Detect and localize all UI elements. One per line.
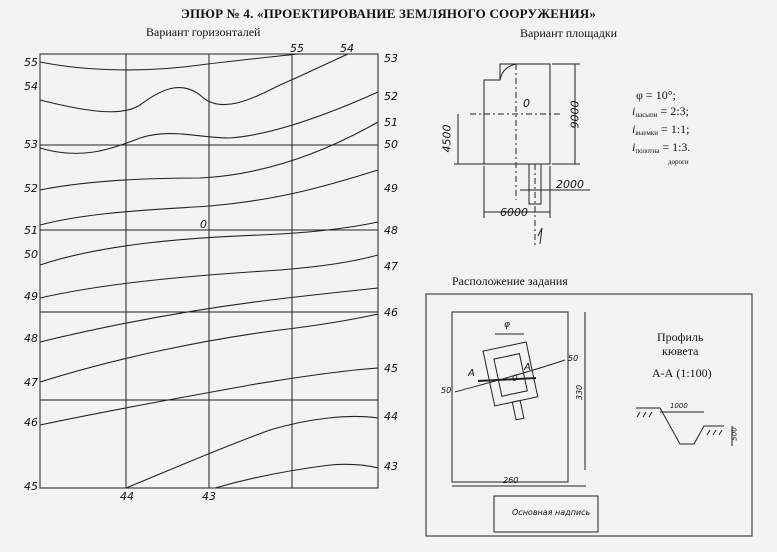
- ditch-depth-text: 500: [730, 427, 739, 441]
- layout-panel-title: Расположение задания: [452, 274, 568, 288]
- contour-lines: [39, 53, 379, 489]
- dim-2000-text: 2000: [556, 178, 584, 191]
- contour-line: [39, 121, 379, 191]
- site-plan: [454, 63, 590, 248]
- ground-hatch-right: [706, 429, 723, 436]
- layout-height-text: 330: [575, 384, 585, 401]
- left-label: 52: [24, 182, 38, 195]
- left-label: 50: [24, 248, 38, 261]
- layout-a-left: A: [468, 368, 475, 379]
- contour-line: [39, 367, 379, 426]
- layout-width-text: 260: [503, 476, 519, 485]
- contour-line: [125, 415, 379, 489]
- slope-fill-sub: насыпи: [635, 111, 658, 119]
- ditch-title-2: кювета: [662, 344, 699, 358]
- left-label: 47: [24, 376, 38, 389]
- layout-origin: 0: [512, 374, 518, 384]
- slope-fill-value: = 2:3;: [657, 104, 689, 118]
- dim-9000-text: 9000: [568, 100, 582, 129]
- left-label: 55: [24, 56, 38, 69]
- contour-line: [39, 313, 379, 383]
- bottom-label: 43: [202, 490, 216, 503]
- right-label: 44: [384, 410, 398, 423]
- slope-fill-symbol: i: [632, 104, 636, 118]
- ditch-profile: [636, 407, 733, 446]
- slope-road-symbol: i: [632, 140, 636, 154]
- site-panel-title: Вариант площадки: [520, 26, 618, 40]
- right-label: 46: [384, 306, 398, 319]
- right-label: 51: [384, 116, 398, 129]
- slope-cut-value: = 1:1;: [658, 122, 690, 136]
- layout-phi: φ: [504, 320, 510, 330]
- site-origin-label: 0: [523, 97, 530, 110]
- contour-line: [39, 221, 379, 266]
- slope-road: iполотна = 1:3. дороги: [632, 140, 690, 169]
- dim-4500-text: 4500: [440, 124, 454, 153]
- layout-outer-frame: [425, 293, 753, 537]
- layout-50-left: 50: [441, 386, 452, 395]
- right-label: 50: [384, 138, 398, 151]
- ditch-section: [636, 407, 724, 445]
- contour-line: [214, 463, 379, 489]
- building-road: [511, 399, 525, 421]
- section-line: [477, 377, 537, 382]
- dim-6000-text: 6000: [500, 206, 528, 219]
- contour-origin-label: 0: [200, 218, 207, 231]
- contour-line: [39, 53, 299, 71]
- right-label: 47: [384, 260, 398, 273]
- page-title: ЭПЮР № 4. «ПРОЕКТИРОВАНИЕ ЗЕМЛЯНОГО СООР…: [180, 6, 597, 21]
- contour-grid: [39, 53, 379, 489]
- stamp-box: [493, 495, 599, 533]
- contour-panel-title: Вариант горизонталей: [146, 25, 261, 39]
- building-footprint: [482, 341, 539, 421]
- left-label: 48: [24, 332, 38, 345]
- right-label: 45: [384, 362, 398, 375]
- ditch-title-1: Профиль: [657, 330, 704, 344]
- left-label: 49: [24, 290, 38, 303]
- bottom-label: 44: [120, 490, 134, 503]
- ground-hatch-left: [636, 411, 653, 418]
- slope-fill: iнасыпи = 2:3;: [632, 104, 689, 122]
- top-label: 54: [340, 42, 354, 55]
- layout-sheet: [425, 293, 753, 537]
- layout-50-right: 50: [568, 354, 579, 363]
- slope-cut-sub: выемки: [635, 129, 659, 137]
- slope-road-sub: полотна: [635, 147, 660, 155]
- contour-line: [39, 287, 379, 343]
- contour-line: [39, 91, 379, 154]
- phi-parameter: φ = 10°;: [636, 88, 676, 102]
- right-label: 49: [384, 182, 398, 195]
- right-label: 53: [384, 52, 398, 65]
- left-label: 45: [24, 480, 38, 493]
- left-label: 54: [24, 80, 38, 93]
- layout-a-right: A: [524, 362, 531, 373]
- ditch-width-text: 1000: [670, 402, 688, 410]
- left-label: 46: [24, 416, 38, 429]
- contour-line: [39, 169, 379, 226]
- slope-road-value: = 1:3.: [659, 140, 691, 154]
- slope-road-sub2: дороги: [668, 158, 689, 166]
- ditch-section-label: А-А (1:100): [652, 366, 712, 380]
- contour-line: [39, 254, 379, 299]
- layout-inner-frame: [451, 311, 569, 483]
- slope-cut-symbol: i: [632, 122, 636, 136]
- contour-line: [39, 53, 349, 113]
- left-label: 51: [24, 224, 38, 237]
- site-corner-arc: [499, 63, 517, 81]
- slope-cut: iвыемки = 1:1;: [632, 122, 689, 140]
- building-inner: [493, 353, 528, 397]
- right-label: 48: [384, 224, 398, 237]
- left-label: 53: [24, 138, 38, 151]
- building-outer: [482, 341, 539, 407]
- break-mark: [537, 227, 543, 245]
- right-label: 52: [384, 90, 398, 103]
- right-label: 43: [384, 460, 398, 473]
- top-label: 55: [290, 42, 304, 55]
- stamp-label: Основная надпись: [512, 508, 591, 517]
